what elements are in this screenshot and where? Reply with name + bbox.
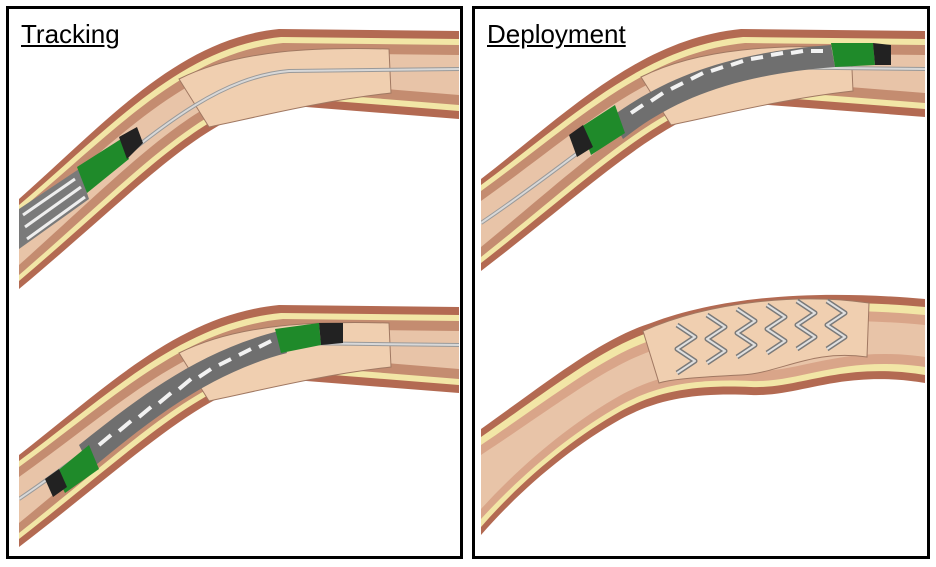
stent-mesh-icon (611, 45, 835, 139)
vessel-illustration (19, 29, 459, 289)
deployment-scene-bottom (481, 279, 925, 555)
delivery-catheter-icon (569, 43, 891, 157)
tracking-scene-bottom (19, 285, 459, 555)
vessel-illustration (19, 305, 459, 547)
stent-mesh-icon (674, 298, 848, 376)
vessel-illustration (481, 294, 925, 535)
deployment-scene-top (481, 9, 925, 279)
tracking-scene-top (19, 9, 459, 289)
tracking-panel: Tracking (6, 6, 463, 559)
lesion (642, 298, 870, 384)
stent-mesh-icon (79, 331, 287, 469)
deployment-title: Deployment (487, 19, 626, 49)
delivery-catheter-icon (77, 127, 143, 193)
delivery-catheter-icon (45, 323, 343, 497)
tracking-title: Tracking (21, 19, 120, 49)
deployment-panel: Deployment (472, 6, 930, 559)
stent-mesh-icon (19, 169, 89, 249)
vessel-illustration (481, 29, 925, 271)
